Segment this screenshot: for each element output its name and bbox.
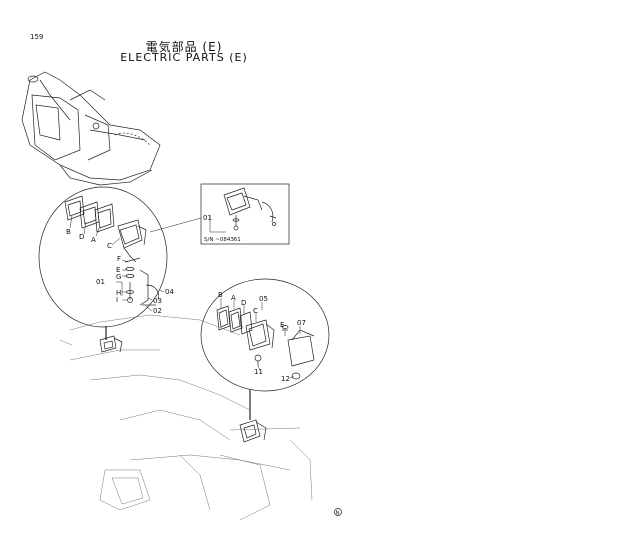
lamp-assembly-left [64, 195, 147, 263]
callout-07-right: 07 [297, 319, 306, 327]
mounted-part-right [239, 419, 267, 443]
callout-i-left: I [116, 296, 118, 304]
leader-lines-right [220, 298, 301, 379]
mounting-hardware-left [124, 257, 159, 306]
left-detail-oval [38, 186, 168, 328]
machine-lower-outline [59, 314, 313, 521]
callout-g-left: G [116, 273, 121, 281]
callout-01-inset: 01 [203, 214, 212, 222]
callout-02-left: 02 [153, 307, 162, 315]
callouts-right: B A D 05 C E 07 11 12 [218, 291, 306, 383]
callout-05-right: 05 [259, 295, 268, 303]
callout-f-left: F [117, 255, 121, 263]
callout-a-left: A [91, 236, 96, 244]
callout-12-right: 12 [281, 375, 290, 383]
serial-note: S/N ~084361 [204, 237, 241, 243]
lamp-inset [223, 187, 277, 231]
callouts-left: B D A C F E G 01 H I 04 03 02 [66, 228, 174, 315]
callout-e-left: E [116, 266, 120, 274]
callout-b-left: B [66, 228, 71, 236]
serial-inset-box [200, 183, 290, 245]
callout-11-right: 11 [254, 368, 263, 376]
machine-upper-outline [21, 71, 161, 186]
leader-lines-left [69, 215, 165, 312]
callout-c-left: C [107, 242, 112, 250]
right-detail-oval [200, 278, 330, 392]
callout-01-left: 01 [96, 278, 105, 286]
inset-connector-line [149, 217, 202, 233]
page-number: 159 [30, 33, 44, 41]
callout-04-left: 04 [165, 288, 174, 296]
title-english: ELECTRIC PARTS (E) [120, 51, 248, 64]
callout-h-left: H [116, 289, 121, 297]
footer-mark-circle [334, 508, 342, 516]
callout-a-right: A [231, 294, 236, 302]
callout-d-right: D [241, 299, 246, 307]
callout-e-right: E [280, 321, 284, 329]
callout-b-right: B [218, 291, 223, 299]
callout-d-left: D [79, 233, 84, 241]
callout-c-right: C [253, 307, 258, 315]
mounted-part-left [99, 335, 123, 353]
lamp-assembly-right [216, 305, 315, 380]
footer-mark: N [336, 511, 340, 517]
callout-03-left: 03 [153, 297, 162, 305]
title-japanese: 電気部品 (E) [145, 40, 223, 54]
